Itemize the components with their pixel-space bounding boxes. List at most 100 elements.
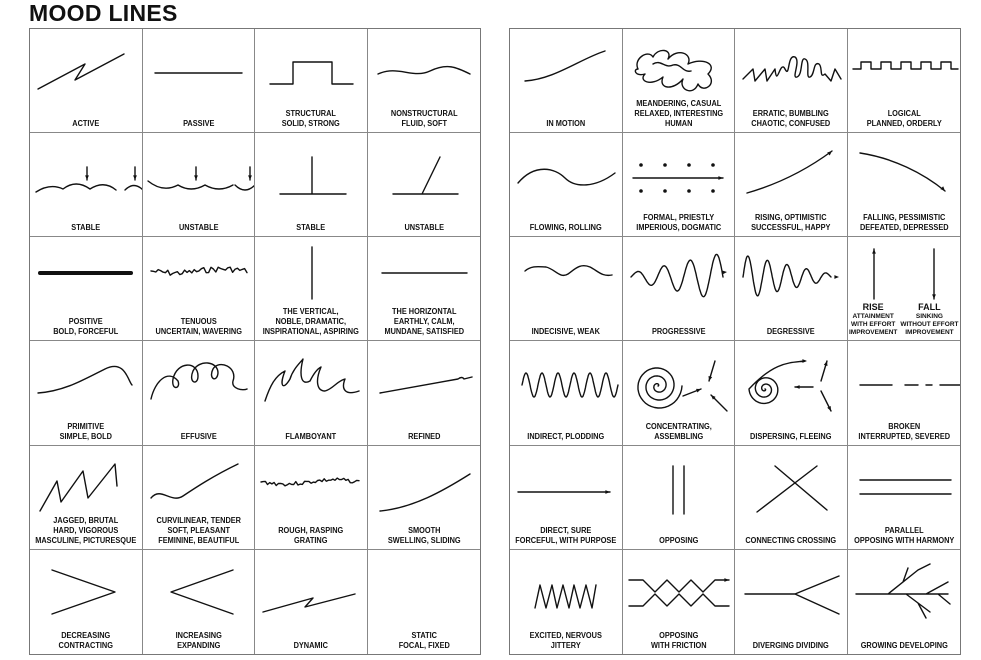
mood-label-line: PASSIVE <box>182 119 214 129</box>
positive-line-icon <box>38 271 133 276</box>
mood-label-line: REFINED <box>407 431 440 441</box>
mood-label: OPPOSING <box>627 536 730 546</box>
mood-cell: PROGRESSIVE <box>622 237 735 342</box>
mood-label: INDECISIVE, WEAK <box>514 327 617 337</box>
static-blank-icon <box>368 550 481 630</box>
mood-label-line: OPPOSING WITH HARMONY <box>853 535 954 545</box>
mood-label-line: FORCEFUL, WITH PURPOSE <box>515 535 617 545</box>
mood-cell: DISPERSING, FLEEING <box>735 341 848 446</box>
mood-label-line: PROGRESSIVE <box>651 327 706 337</box>
sublabel-line: IMPROVEMENT <box>848 329 898 337</box>
mood-label-line: THE VERTICAL, <box>282 307 339 317</box>
tenuous-line-icon <box>149 266 248 277</box>
friction-zigzags-icon <box>627 577 730 607</box>
mood-label-line: HARD, VIGOROUS <box>53 525 119 535</box>
rough-line-icon <box>260 477 360 487</box>
mood-label: GROWING DEVELOPING <box>852 641 956 651</box>
mood-label-line: FLOWING, ROLLING <box>529 223 602 233</box>
sublabel-line: ATTAINMENT <box>852 313 894 321</box>
mood-label-line: SIMPLE, BOLD <box>59 431 112 441</box>
mood-label-line: SOLID, STRONG <box>281 119 340 129</box>
mood-cell: ACTIVE <box>30 29 143 134</box>
mood-cell: REFINED <box>367 341 480 446</box>
diverging-lines-icon <box>744 575 840 615</box>
concentrating-spiral-icon <box>636 360 728 413</box>
sublabel-heading: FALL <box>918 302 941 313</box>
passive-line-icon <box>153 72 243 74</box>
dynamic-line-icon <box>262 593 356 613</box>
meandering-line-icon <box>634 49 712 92</box>
stable-t-icon <box>279 156 347 195</box>
mood-label-line: FOCAL, FIXED <box>398 640 450 650</box>
mood-label-line: DIRECT, SURE <box>540 525 592 535</box>
mood-label-line: GRATING <box>294 535 328 545</box>
mood-label-line: DIVERGING DIVIDING <box>752 640 829 650</box>
mood-label-line: UNSTABLE <box>403 223 444 233</box>
mood-label: DISPERSING, FLEEING <box>739 432 842 442</box>
mood-cell: INDECISIVE, WEAK <box>510 237 623 342</box>
mood-label: DEGRESSIVE <box>739 327 842 337</box>
mood-label: INDIRECT, PLODDING <box>514 432 617 442</box>
mood-cell: STABLE <box>30 133 143 238</box>
mood-label-line: BOLD, FORCEFUL <box>53 327 119 337</box>
effusive-line-icon <box>149 362 248 401</box>
mood-label: ACTIVE <box>34 119 137 129</box>
logical-line-icon <box>851 61 959 70</box>
mood-label-line: CURVILINEAR, TENDER <box>155 515 241 525</box>
mood-label-line: GROWING DEVELOPING <box>860 640 948 650</box>
indecisive-line-icon <box>524 265 613 277</box>
mood-label-line: MASCULINE, PICTURESQUE <box>35 535 137 545</box>
mood-label: PROGRESSIVE <box>627 327 730 337</box>
mood-label-line: INDECISIVE, WEAK <box>531 327 600 337</box>
mood-label-line: RISING, OPTIMISTIC <box>754 213 827 223</box>
unstable-t-icon <box>391 156 459 195</box>
mood-label-line: INSPIRATIONAL, ASPIRING <box>262 327 359 337</box>
mood-cell: OPPOSING <box>622 445 735 550</box>
mood-label-line: FEMININE, BEAUTIFUL <box>157 535 239 545</box>
mood-label-line: THE HORIZONTAL <box>391 307 456 317</box>
mood-label-line: OPPOSING <box>658 630 698 640</box>
opposing-lines-icon <box>671 464 685 515</box>
mood-label: UNSTABLE <box>147 223 250 233</box>
mood-label-line: ASSEMBLING <box>653 431 703 441</box>
mood-label-line: POSITIVE <box>68 317 103 327</box>
flowing-line-icon <box>517 168 616 186</box>
mood-label-line: DISPERSING, FLEEING <box>750 431 832 441</box>
mood-label-line: EFFUSIVE <box>180 431 217 441</box>
mood-label: UNSTABLE <box>372 223 476 233</box>
page-title: MOOD LINES <box>29 0 178 26</box>
mood-label-line: FLUID, SOFT <box>401 119 447 129</box>
mood-label-line: INCREASING <box>175 630 222 640</box>
mood-cell: GROWING DEVELOPING <box>848 550 961 654</box>
dispersing-spiral-icon <box>748 359 832 413</box>
mood-label-line: DECREASING <box>61 630 111 640</box>
mood-cell: CONNECTING CROSSING <box>735 445 848 550</box>
mood-label-line: DEGRESSIVE <box>766 327 815 337</box>
refined-line-icon <box>378 376 473 395</box>
mood-label-line: NONSTRUCTURAL <box>390 109 458 119</box>
mood-label-line: STABLE <box>71 223 101 233</box>
structural-line-icon <box>269 61 354 85</box>
mood-cell: UNSTABLE <box>142 133 255 238</box>
